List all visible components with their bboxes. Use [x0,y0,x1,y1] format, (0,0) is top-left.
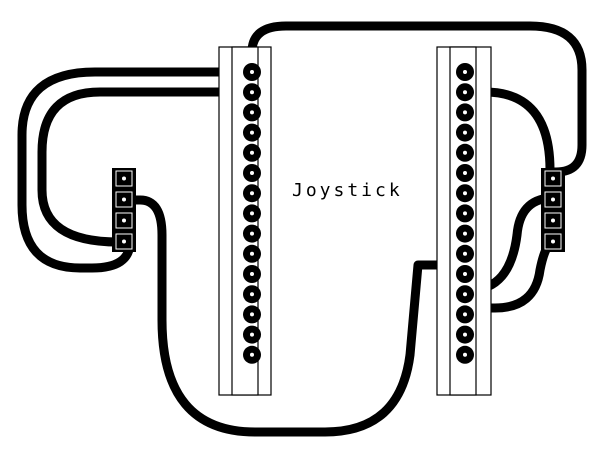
right-pin-header-pad-hole [463,231,467,236]
left-pin-header-pad-hole [250,251,254,256]
left-connector-pin-hole [122,176,126,181]
left-pin-header-pad-hole [250,292,254,297]
right-connector-pin-hole [551,176,555,181]
trace-header-pin2-to-left-connector [37,87,257,247]
right-pin-header-pad-hole [463,251,467,256]
right-pin-header-pad-hole [463,211,467,216]
right-pin-header-pad-hole [463,191,467,196]
right-pin-header-pad-hole [463,90,467,95]
right-connector-pin-hole [551,218,555,223]
right-pin-header-pad-hole [463,150,467,155]
left-pin-header-pad-hole [250,231,254,236]
right-pin-header-pad-hole [463,110,467,115]
right-pin-header-pad-hole [463,272,467,276]
traces [17,21,587,437]
trace-header-pin1-to-right-connector [247,21,587,177]
left-pin-header-pad-hole [250,352,254,357]
right-pin-header-pad-hole [463,332,467,337]
trace-header-pin1-to-left-connector [17,67,257,273]
right-pin-header-pad-hole [463,171,467,175]
header-pads [243,63,474,364]
right-pin-header-pad-hole [463,130,467,135]
right-pin-header-pad-hole [463,312,467,317]
header-outlines [218,46,492,396]
left-connector-pin-hole [122,239,126,244]
left-pin-header-pad-hole [250,332,254,337]
left-pin-header-pad-hole [250,70,254,74]
left-pin-header-pad-hole [250,312,254,317]
left-pin-header-pad-hole [250,130,254,135]
right-connector-pin-hole [551,197,555,202]
right-pin-header-pad-hole [463,70,467,74]
trace-right-header-pin2-to-right-connector [460,87,555,295]
right-pin-header-pad-hole [463,352,467,357]
right-connector-pin-hole [551,239,555,244]
left-pin-header-pad-hole [250,90,254,95]
left-pin-header-pad-hole [250,171,254,175]
left-pin-header-pad-hole [250,110,254,115]
left-pin-header-pad-hole [250,211,254,216]
right-pin-header-pad-hole [463,292,467,297]
left-pin-header-pad-hole [250,191,254,196]
trace-left-connector-to-right-header [119,195,470,437]
left-connector-pin-hole [122,218,126,223]
board-label: Joystick [292,180,403,201]
left-connector-pin-hole [122,197,126,202]
left-pin-header-pad-hole [250,150,254,155]
left-pin-header-pad-hole [250,272,254,276]
connectors [112,168,565,252]
